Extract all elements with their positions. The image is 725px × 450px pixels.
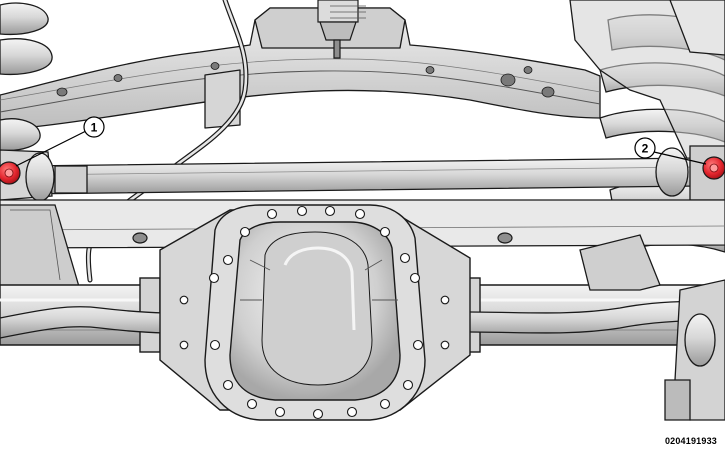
- fastener-right-highlight: [702, 156, 725, 180]
- callout-1: 1: [15, 116, 105, 167]
- callout-2: 2: [634, 137, 707, 165]
- right-frame-rail: [569, 0, 725, 166]
- cover-bolts: [179, 205, 450, 420]
- fastener-left-highlight: [0, 161, 21, 185]
- callout-1-label: 1: [91, 121, 98, 135]
- frame-crossmember: [0, 7, 601, 131]
- differential-cover: [159, 204, 471, 421]
- right-axle-bracket: [579, 234, 725, 421]
- callout-2-label: 2: [642, 142, 649, 156]
- figure-id: 0204191933: [664, 436, 717, 446]
- upper-shock: [317, 0, 366, 59]
